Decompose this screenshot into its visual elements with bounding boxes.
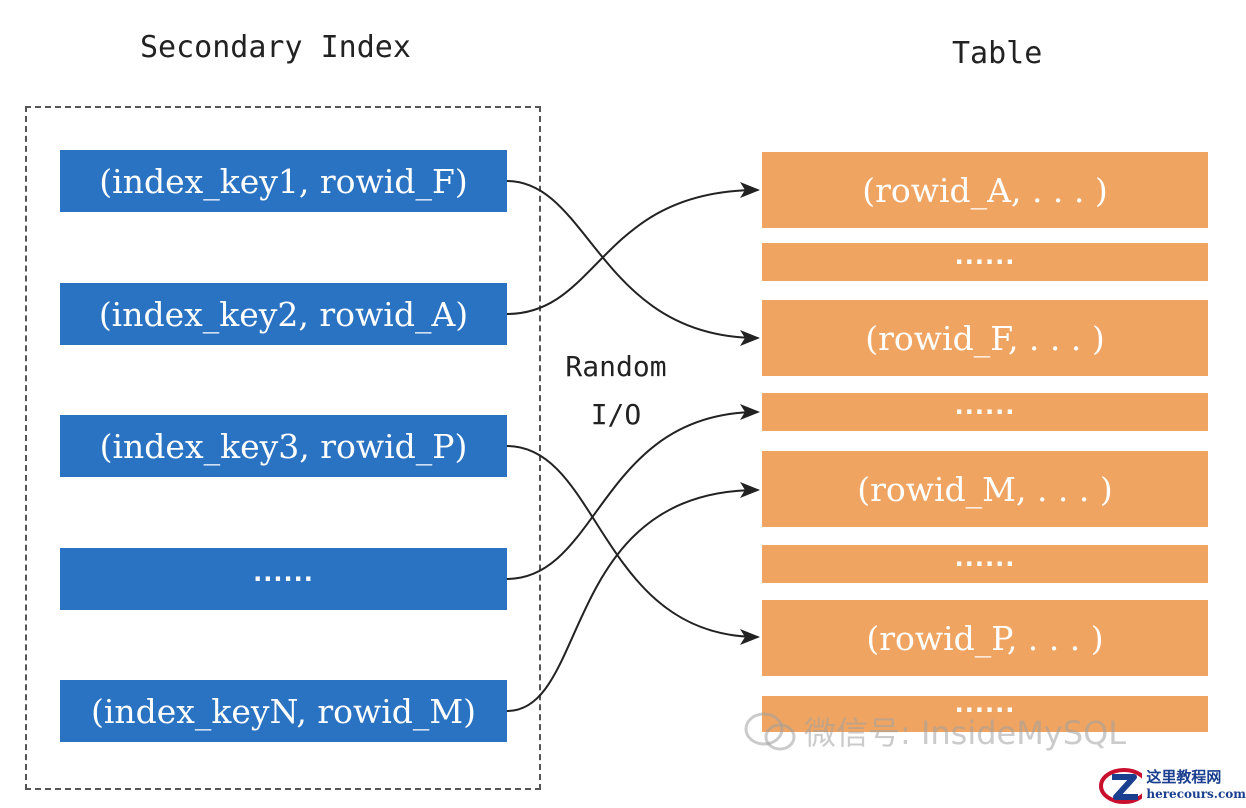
- index-entry-keyN: (index_keyN, rowid_M): [60, 680, 507, 742]
- table-row-label: ······: [954, 398, 1016, 426]
- site-url[interactable]: herecours.com: [1146, 787, 1246, 801]
- index-entry-ellipsis: ······: [60, 548, 507, 610]
- index-entry-label: (index_keyN, rowid_M): [90, 691, 477, 731]
- wechat-icon: [744, 712, 796, 751]
- table-row-rowid-M: (rowid_M, . . . ): [762, 451, 1208, 527]
- arrow-key3-to-rowid-P: [506, 445, 760, 645]
- arrow-key2-to-rowid-A: [506, 182, 760, 315]
- table-row-label: ······: [954, 696, 1016, 724]
- table-row-label: (rowid_P, . . . ): [866, 618, 1104, 658]
- arrow-ellipsis-to-table: [506, 404, 760, 580]
- table-row-label: (rowid_A, . . . ): [862, 170, 1108, 210]
- random-io-line2: I/O: [590, 398, 642, 431]
- index-entry-label: (index_key3, rowid_P): [99, 426, 468, 466]
- site-badge: 这里教程网 herecours.com: [1098, 764, 1246, 808]
- table-row-ellipsis: ······: [762, 243, 1208, 281]
- index-entry-label: (index_key2, rowid_A): [98, 294, 469, 334]
- site-name: 这里教程网: [1146, 768, 1222, 786]
- table-row-label: (rowid_F, . . . ): [865, 318, 1105, 358]
- secondary-index-title: Secondary Index: [140, 30, 411, 65]
- wechat-watermark: 微信号: InsideMySQL: [742, 708, 1126, 754]
- random-io-label: Random I/O: [556, 343, 676, 439]
- table-row-label: (rowid_M, . . . ): [857, 469, 1113, 509]
- table-row-ellipsis: ······: [762, 545, 1208, 583]
- table-row-label: ······: [954, 248, 1016, 276]
- arrow-key1-to-rowid-F: [506, 180, 760, 346]
- secondary-index-frame: [25, 106, 541, 790]
- watermark-text: 微信号: InsideMySQL: [804, 714, 1127, 752]
- index-entry-label: ······: [253, 565, 314, 593]
- table-row-rowid-P: (rowid_P, . . . ): [762, 600, 1208, 676]
- arrow-keyN-to-rowid-M: [506, 482, 760, 712]
- table-title: Table: [952, 36, 1043, 71]
- random-io-line1: Random: [565, 350, 667, 383]
- site-logo-icon: [1099, 768, 1143, 804]
- index-entry-label: (index_key1, rowid_F): [99, 161, 468, 201]
- index-entry-key3: (index_key3, rowid_P): [60, 415, 507, 477]
- table-row-label: ······: [954, 550, 1016, 578]
- table-row-ellipsis: ······: [762, 696, 1208, 732]
- index-entry-key2: (index_key2, rowid_A): [60, 283, 507, 345]
- table-row-rowid-A: (rowid_A, . . . ): [762, 152, 1208, 228]
- index-entry-key1: (index_key1, rowid_F): [60, 150, 507, 212]
- table-row-ellipsis: ······: [762, 393, 1208, 431]
- table-row-rowid-F: (rowid_F, . . . ): [762, 300, 1208, 376]
